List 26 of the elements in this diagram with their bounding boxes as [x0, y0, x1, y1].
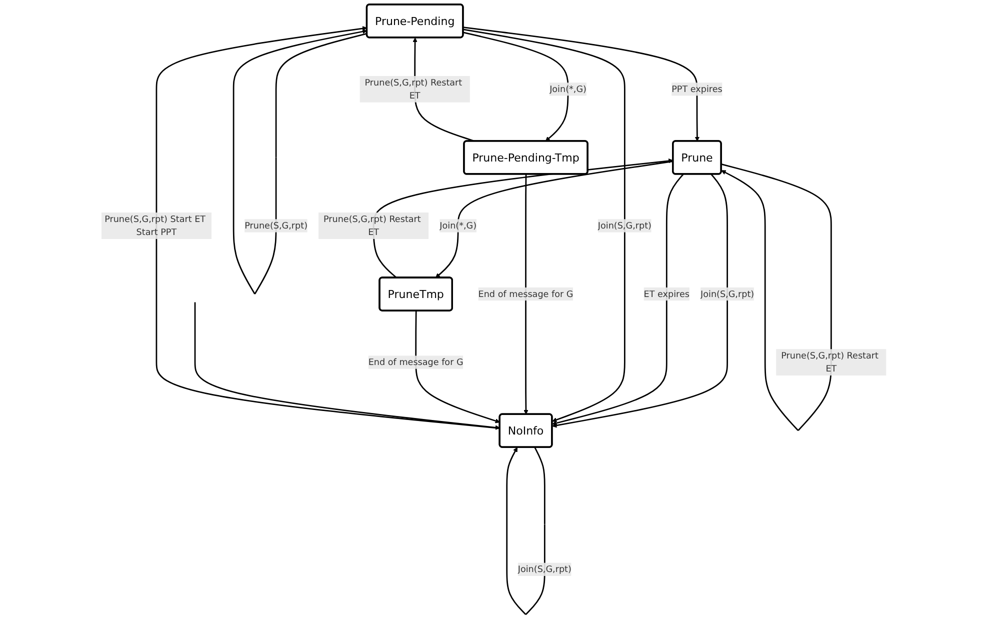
- edge-label: Prune(S,G,rpt) Restart ET: [780, 350, 878, 374]
- edge-label: PPT expires: [671, 84, 722, 94]
- edge-label: Prune(S,G,rpt) Restart ET: [323, 214, 421, 238]
- arrow: [462, 32, 568, 142]
- edge-label: Prune(S,G,rpt) Start ET Start PPT: [104, 214, 206, 238]
- arrow: [552, 174, 728, 428]
- arrow: [462, 26, 700, 142]
- arrow: [372, 158, 674, 278]
- edge-label: End of message for G: [368, 356, 463, 368]
- edge-label: ET expires: [643, 288, 690, 299]
- arrow: [435, 160, 673, 278]
- edge-label: Join(*,G): [549, 84, 586, 94]
- edge-label: Join(S,G,rpt): [700, 288, 754, 299]
- edge-label: Prune(S,G,rpt) Restart ET: [364, 77, 462, 101]
- arrow: [414, 310, 500, 424]
- edge-label: Join(S,G,rpt): [598, 220, 652, 231]
- edge-label: Join(*,G): [439, 220, 476, 231]
- arrow: [194, 302, 500, 430]
- arrow: [232, 29, 367, 294]
- edge-label: Prune(S,G,rpt): [244, 220, 308, 231]
- arrow: [462, 28, 626, 422]
- arrow: [523, 174, 528, 415]
- edge-label: Join(S,G,rpt): [518, 564, 572, 574]
- arrow: [552, 174, 684, 426]
- arrow: [155, 26, 500, 429]
- edge-label: End of message for G: [478, 288, 573, 299]
